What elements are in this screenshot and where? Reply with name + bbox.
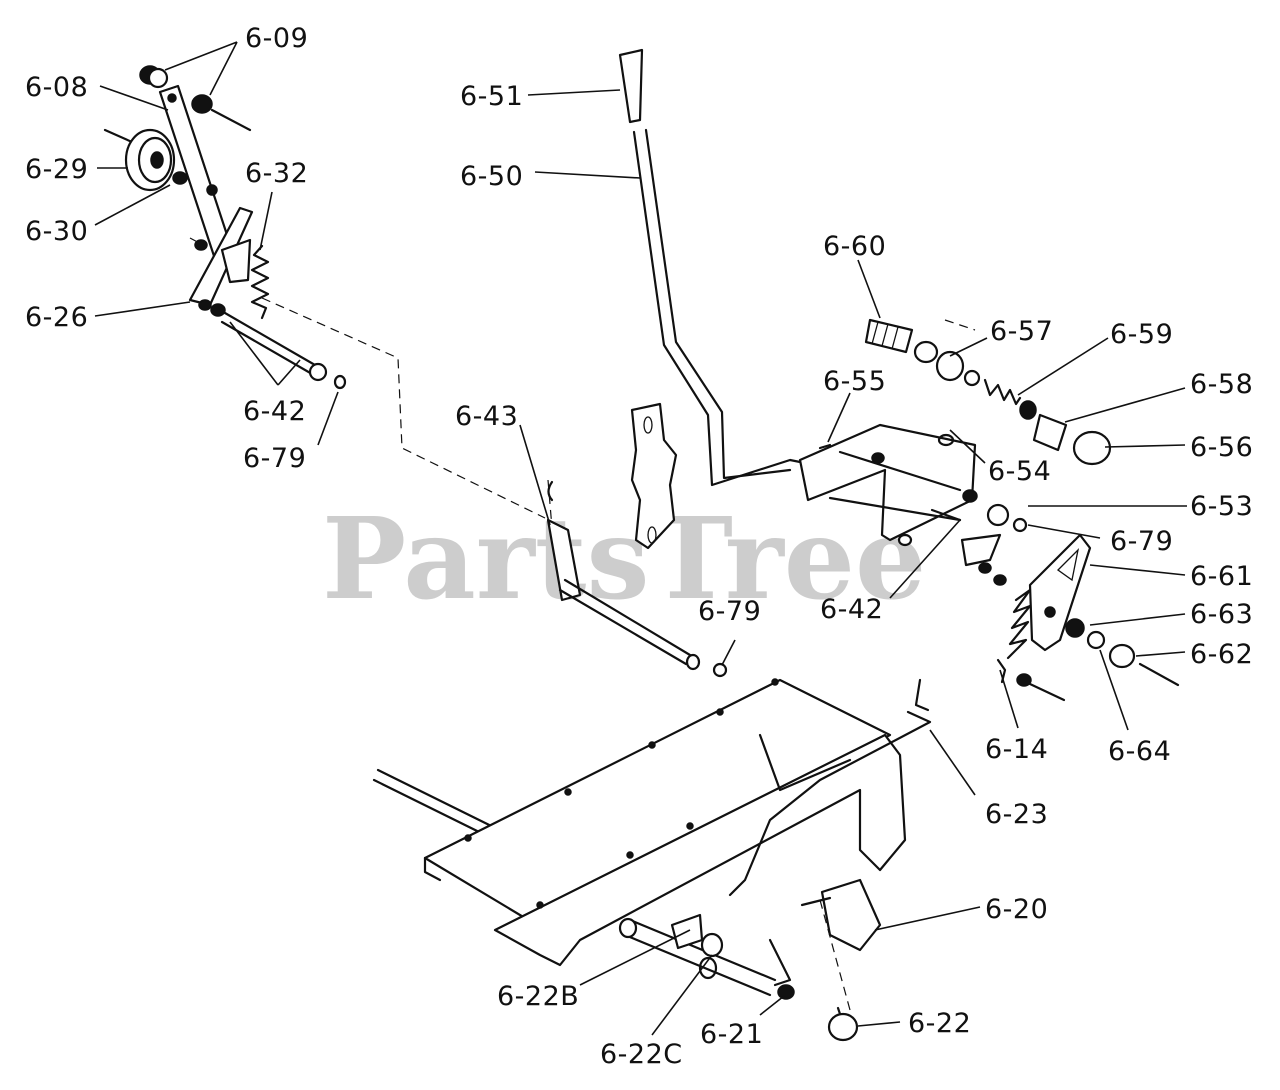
callout-6-08: 6-08 [25,72,88,103]
callout-6-43: 6-43 [455,401,518,432]
callout-labels: 6-09 6-08 6-29 6-32 6-30 6-26 6-42 6-79 … [25,23,1253,1070]
callout-6-51: 6-51 [460,81,523,112]
callout-6-42: 6-42 [243,396,306,427]
callout-6-79-right: 6-79 [1110,526,1173,557]
callout-6-63: 6-63 [1190,599,1253,630]
callout-6-14: 6-14 [985,734,1048,765]
control-rod [546,480,728,678]
callout-6-50: 6-50 [460,161,523,192]
callout-6-21: 6-21 [700,1019,763,1050]
callout-6-20: 6-20 [985,894,1048,925]
watermark-text: PartsTree [322,494,926,625]
callout-6-60: 6-60 [823,231,886,262]
callout-6-58: 6-58 [1190,369,1253,400]
callout-6-22c: 6-22C [600,1039,683,1070]
callout-6-29: 6-29 [25,154,88,185]
callout-6-62: 6-62 [1190,639,1253,670]
callout-6-30: 6-30 [25,216,88,247]
mounting-bracket [630,402,678,550]
callout-6-23: 6-23 [985,799,1048,830]
idler-arm-assembly [103,65,347,390]
callout-6-09: 6-09 [245,23,308,54]
shift-lever [618,48,802,487]
shift-bracket-assembly [798,318,1112,586]
callout-6-57: 6-57 [990,316,1053,347]
tractor-frame [372,678,932,1042]
callout-6-64: 6-64 [1108,736,1171,767]
callout-6-26: 6-26 [25,302,88,333]
callout-6-22: 6-22 [908,1008,971,1039]
callout-6-42-right: 6-42 [820,594,883,625]
callout-6-56: 6-56 [1190,432,1253,463]
leader-lines [94,41,1187,1036]
callout-6-22b: 6-22B [497,981,579,1012]
callout-6-55: 6-55 [823,366,886,397]
callout-6-32: 6-32 [245,158,308,189]
callout-6-59: 6-59 [1110,319,1173,350]
callout-6-61: 6-61 [1190,561,1253,592]
callout-6-79-center: 6-79 [698,596,761,627]
callout-6-53: 6-53 [1190,491,1253,522]
callout-6-79: 6-79 [243,443,306,474]
callout-6-54: 6-54 [988,456,1051,487]
